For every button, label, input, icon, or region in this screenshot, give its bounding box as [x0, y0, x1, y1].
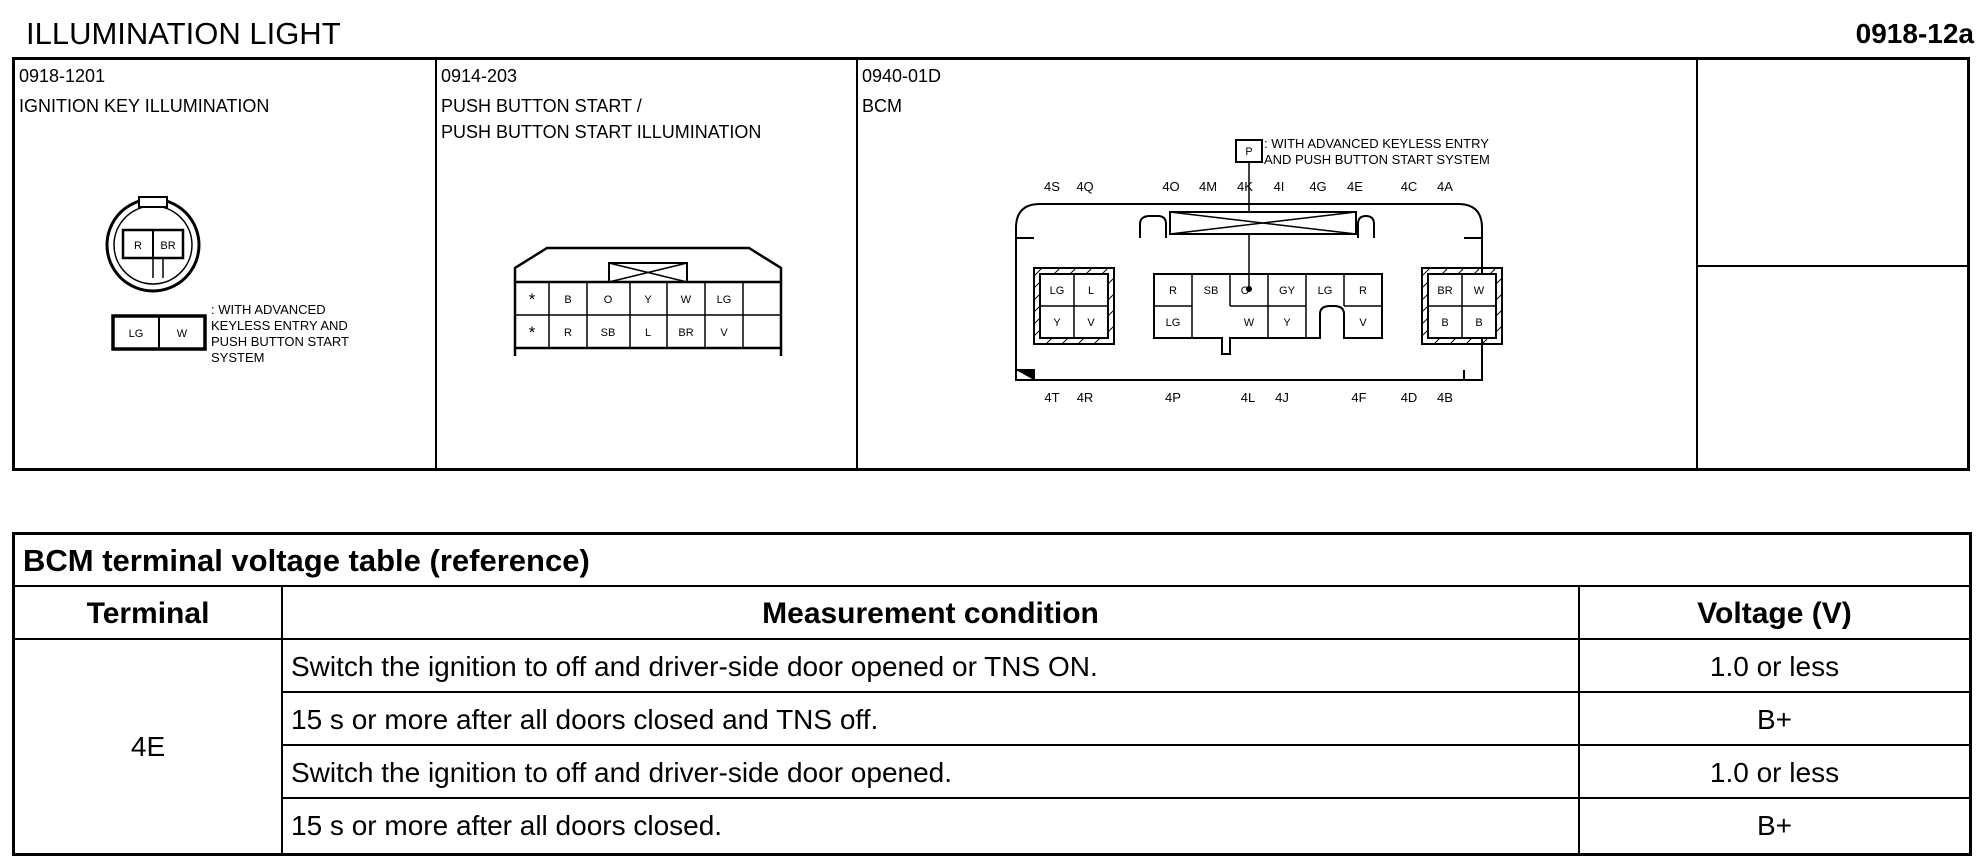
bcm-pin-4Q: L: [1088, 285, 1094, 297]
terminal-label-4F: 4F: [1351, 390, 1366, 405]
pin-r2-c2: R: [564, 327, 572, 339]
pin-r1-c6: LG: [717, 294, 732, 306]
page-code: 0918-12a: [1855, 18, 1974, 49]
option-note-line-2: KEYLESS ENTRY AND: [211, 318, 348, 333]
bcm-pin-4O: R: [1169, 285, 1177, 297]
bcm-pin-4G: LG: [1318, 285, 1333, 297]
page-title: ILLUMINATION LIGHT: [26, 16, 341, 51]
terminal-label-4I: 4I: [1274, 179, 1285, 194]
pin-top-2: BR: [160, 240, 175, 252]
connector-panel-bcm: 0940-01D BCM P : WITH ADVANCED KEYLESS E…: [858, 60, 1698, 468]
pin-top-1: R: [134, 240, 142, 252]
terminal-label-4R: 4R: [1077, 390, 1094, 405]
option-note-line-3: PUSH BUTTON START: [211, 334, 349, 349]
connector-diagram-frame: 0918-1201 IGNITION KEY ILLUMINATION R BR…: [12, 57, 1970, 471]
bcm-pin-4E: R: [1359, 285, 1367, 297]
push-button-connector-drawing: * B O Y W LG * R SB L BR V: [513, 246, 783, 356]
connector-name: PUSH BUTTON START / PUSH BUTTON START IL…: [441, 96, 762, 142]
connector-panel-ignition-key: 0918-1201 IGNITION KEY ILLUMINATION R BR…: [15, 60, 437, 468]
connector-panel-empty: [1698, 60, 1967, 468]
bcm-pin-4L: W: [1244, 317, 1255, 329]
terminal-label-4K: 4K: [1237, 179, 1253, 194]
connector-panel-push-button-start: 0914-203 PUSH BUTTON START / PUSH BUTTON…: [437, 60, 858, 468]
voltage-cell: 1.0 or less: [1578, 640, 1969, 693]
pin-r1-c3: O: [604, 294, 613, 306]
pin-r1-c5: W: [681, 294, 692, 306]
bcm-pin-4I: GY: [1279, 285, 1296, 297]
terminal-label-4P: 4P: [1165, 390, 1181, 405]
bcm-pin-4D: B: [1441, 317, 1448, 329]
terminal-label-4J: 4J: [1275, 390, 1289, 405]
pin-r2-c5: BR: [678, 327, 693, 339]
legend-text-line-2: AND PUSH BUTTON START SYSTEM: [1264, 152, 1490, 167]
bcm-pin-4J: Y: [1283, 317, 1291, 329]
option-note-line-1: : WITH ADVANCED: [211, 302, 326, 317]
terminal-label-4O: 4O: [1162, 179, 1179, 194]
condition-cell: 15 s or more after all doors closed.: [281, 799, 1578, 853]
terminal-label-4G: 4G: [1309, 179, 1326, 194]
bcm-pin-4S: LG: [1050, 285, 1065, 297]
option-pin-2: W: [177, 328, 188, 340]
terminal-label-4S: 4S: [1044, 179, 1060, 194]
legend-symbol: P: [1245, 146, 1252, 158]
connector-code: 0914-203: [441, 66, 518, 86]
terminal-label-4Q: 4Q: [1076, 179, 1093, 194]
legend-text-line-1: : WITH ADVANCED KEYLESS ENTRY: [1264, 136, 1489, 151]
condition-cell: Switch the ignition to off and driver-si…: [281, 746, 1578, 799]
terminal-label-4C: 4C: [1401, 179, 1418, 194]
terminal-label-4T: 4T: [1044, 390, 1059, 405]
bcm-pin-4C: BR: [1437, 285, 1452, 297]
bcm-pin-4B: B: [1475, 317, 1482, 329]
terminal-label-4D: 4D: [1401, 390, 1418, 405]
pin-r1-c2: B: [564, 294, 571, 306]
bcm-pin-4M: SB: [1204, 285, 1219, 297]
panel-divider: [1698, 265, 1967, 267]
terminal-label-4L: 4L: [1241, 390, 1255, 405]
terminal-label-4M: 4M: [1199, 179, 1217, 194]
pin-r2-c6: V: [720, 327, 728, 339]
ignition-key-connector-drawing: R BR LG W : WITH ADVANCED KEYLESS ENTRY …: [105, 196, 349, 365]
bcm-pin-4P: LG: [1166, 317, 1181, 329]
table-caption: BCM terminal voltage table (reference): [15, 535, 1969, 587]
bcm-pin-4K: O: [1241, 285, 1250, 297]
bcm-pin-4R: V: [1087, 317, 1095, 329]
condition-cell: Switch the ignition to off and driver-si…: [281, 640, 1578, 693]
bcm-pin-4F: V: [1359, 317, 1367, 329]
pin-r2-c3: SB: [601, 327, 616, 339]
pin-r2-c1: *: [529, 323, 536, 342]
connector-name: BCM: [862, 96, 902, 116]
header-terminal: Terminal: [15, 587, 281, 640]
terminal-cell-4E: 4E: [130, 730, 166, 762]
connector-name: IGNITION KEY ILLUMINATION: [19, 96, 270, 116]
voltage-cell: B+: [1578, 693, 1969, 746]
option-note-line-4: SYSTEM: [211, 350, 264, 365]
option-pin-1: LG: [129, 328, 144, 340]
header-voltage: Voltage (V): [1578, 587, 1969, 640]
voltage-cell: 1.0 or less: [1578, 746, 1969, 799]
bcm-connector-drawing: P : WITH ADVANCED KEYLESS ENTRY AND PUSH…: [1015, 136, 1503, 405]
terminal-label-4A: 4A: [1437, 179, 1453, 194]
pin-r2-c4: L: [645, 327, 651, 339]
voltage-cell: B+: [1578, 799, 1969, 853]
bcm-pin-4A: W: [1474, 285, 1485, 297]
pin-r1-c4: Y: [644, 294, 652, 306]
terminal-label-4B: 4B: [1437, 390, 1453, 405]
bcm-pin-4T: Y: [1053, 317, 1061, 329]
pin-r1-c1: *: [529, 290, 536, 309]
connector-code: 0940-01D: [862, 66, 942, 86]
terminal-label-4E: 4E: [1347, 179, 1363, 194]
header-measurement-condition: Measurement condition: [281, 587, 1578, 640]
bcm-voltage-table: BCM terminal voltage table (reference) T…: [12, 532, 1972, 856]
condition-cell: 15 s or more after all doors closed and …: [281, 693, 1578, 746]
connector-code: 0918-1201: [19, 66, 106, 86]
